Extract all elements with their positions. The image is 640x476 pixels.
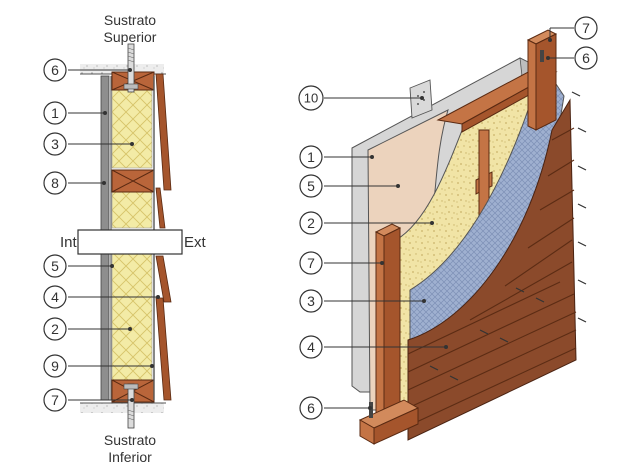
callout-right-6-top: 6 — [574, 46, 598, 70]
svg-text:1: 1 — [51, 105, 59, 121]
bottom-substrate-label-1: Sustrato — [104, 432, 156, 448]
svg-text:7: 7 — [582, 20, 590, 36]
callout-left-6: 6 — [43, 58, 67, 82]
callout-left-1: 1 — [43, 101, 67, 125]
left-callout-markers — [102, 68, 160, 402]
right-callout-markers — [368, 38, 552, 410]
insulation-lower — [111, 253, 153, 381]
callout-left-4: 4 — [43, 285, 67, 309]
callout-left-9: 9 — [43, 354, 67, 378]
svg-text:7: 7 — [307, 255, 315, 271]
svg-text:2: 2 — [307, 215, 315, 231]
svg-text:6: 6 — [582, 50, 590, 66]
exterior-label: Ext — [184, 234, 207, 251]
svg-text:6: 6 — [307, 400, 315, 416]
callout-right-7: 7 — [299, 251, 323, 275]
int-ext-band — [77, 229, 183, 255]
anchor-bolt-top — [123, 43, 139, 93]
callout-left-8: 8 — [43, 171, 67, 195]
callout-right-4: 4 — [299, 335, 323, 359]
lower-substrate — [80, 403, 164, 413]
callout-left-2: 2 — [43, 317, 67, 341]
mid-blocking — [111, 169, 155, 193]
svg-text:9: 9 — [51, 358, 59, 374]
upper-substrate — [80, 64, 164, 74]
callout-right-6: 6 — [299, 396, 323, 420]
svg-text:7: 7 — [51, 392, 59, 408]
callout-right-1: 1 — [299, 145, 323, 169]
front-post — [374, 223, 402, 429]
siding-panel — [407, 98, 577, 441]
right-callout-bubbles: 7 6 10 1 5 2 7 3 4 6 — [298, 16, 598, 420]
base-plate — [358, 399, 420, 445]
siding-nails — [429, 91, 587, 381]
callout-left-5: 5 — [43, 254, 67, 278]
callout-right-5: 5 — [299, 174, 323, 198]
siding-boards — [155, 73, 172, 401]
svg-text:10: 10 — [304, 91, 318, 106]
left-callouts — [68, 69, 158, 401]
callout-right-2: 2 — [299, 211, 323, 235]
svg-text:1: 1 — [307, 149, 315, 165]
svg-text:4: 4 — [307, 339, 315, 355]
svg-text:6: 6 — [51, 62, 59, 78]
svg-text:2: 2 — [51, 321, 59, 337]
svg-text:4: 4 — [51, 289, 59, 305]
wall-section-cut: Int Ext Sustrato Superior Sustrato Infer… — [60, 12, 207, 465]
bottom-substrate-label-2: Inferior — [108, 449, 152, 465]
svg-text:5: 5 — [51, 258, 59, 274]
insulation-upper — [111, 89, 153, 169]
top-post — [526, 29, 558, 131]
top-substrate-label-1: Sustrato — [104, 12, 156, 28]
svg-text:3: 3 — [307, 293, 315, 309]
svg-text:8: 8 — [51, 175, 59, 191]
anchor-bolt-bottom — [123, 383, 139, 429]
wall-isometric — [351, 29, 587, 445]
callout-right-3: 3 — [299, 289, 323, 313]
callout-right-7-top: 7 — [574, 16, 598, 40]
callout-left-7: 7 — [43, 388, 67, 412]
svg-text:5: 5 — [307, 178, 315, 194]
callout-right-10: 10 — [298, 85, 324, 111]
left-callout-bubbles: 6 1 3 8 5 4 2 9 7 — [43, 58, 67, 412]
svg-text:3: 3 — [51, 136, 59, 152]
interior-label: Int — [60, 234, 78, 251]
callout-left-3: 3 — [43, 132, 67, 156]
top-substrate-label-2: Superior — [104, 29, 157, 45]
